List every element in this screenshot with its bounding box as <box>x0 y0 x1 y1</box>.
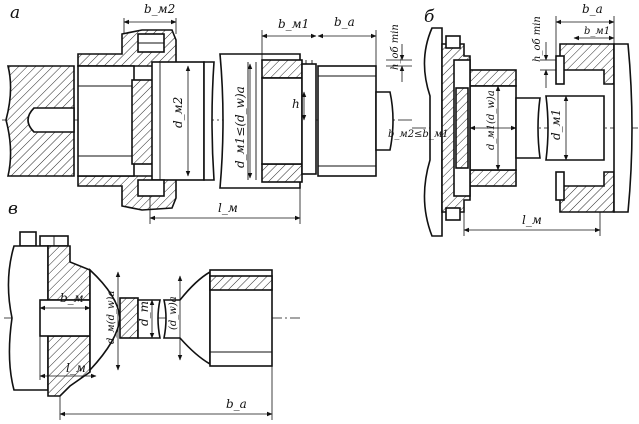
panel-b-shaft <box>545 95 605 161</box>
panel-v-label-lm: l_м <box>66 361 86 375</box>
panel-a-pinion <box>317 65 377 177</box>
panel-v-wall <box>7 245 49 391</box>
panel-a-label-lm: l_м <box>218 201 238 215</box>
panel-b-label-hob: h_об min <box>532 16 543 62</box>
panel-v: в b_м d_м(d_w)a d_т (d_w)a l_м <box>4 199 300 420</box>
panel-v-label-bm: b_м <box>60 291 84 305</box>
panel-b-label-bcond: b_м2≤b_м1 <box>388 129 449 140</box>
panel-a-bolt-bottom <box>137 179 165 197</box>
panel-b-wall <box>423 27 443 237</box>
panel-v-letter: в <box>8 199 18 219</box>
panel-a-label-ba: b_a <box>334 15 355 29</box>
panel-b-label-lm: l_м <box>522 213 542 227</box>
panel-b-label-dm1: d_м1 <box>549 109 563 140</box>
panel-b: б b_a b_м1 h_об min <box>388 2 638 237</box>
panel-b-label-dm1dw: d_м1(d_w)a <box>486 90 497 150</box>
panel-a-keyway <box>27 107 75 133</box>
panel-b-outer-ring <box>613 43 633 213</box>
panel-a-hub-bore <box>77 65 135 177</box>
panel-a-label-hob: h_об min <box>390 24 401 70</box>
panel-v-label-dwa: (d_w)a <box>168 296 179 330</box>
panel-v-label-dmdw: d_м(d_w)a <box>106 291 117 344</box>
panel-b-label-ba: b_a <box>582 2 603 16</box>
panel-a-gear-ring <box>131 79 155 165</box>
panel-b-letter: б <box>424 7 435 27</box>
panel-v-shaft <box>163 270 211 366</box>
panel-v-label-dt: d_т <box>137 301 151 326</box>
panel-a-label-dm1: d_м1≤(d_w)a <box>233 86 247 168</box>
panel-v-label-ba: b_a <box>226 397 247 411</box>
panel-b-label-bm1: b_м1 <box>584 26 610 37</box>
panel-a-label-h: h <box>292 97 300 111</box>
panel-a-label-bm2: b_м2 <box>144 2 175 16</box>
panel-a-label-bm1: b_м1 <box>278 17 309 31</box>
panel-a-label-dm2: d_м2 <box>171 97 185 128</box>
panel-a: a b <box>2 2 412 224</box>
panel-a-letter: a <box>10 3 20 23</box>
